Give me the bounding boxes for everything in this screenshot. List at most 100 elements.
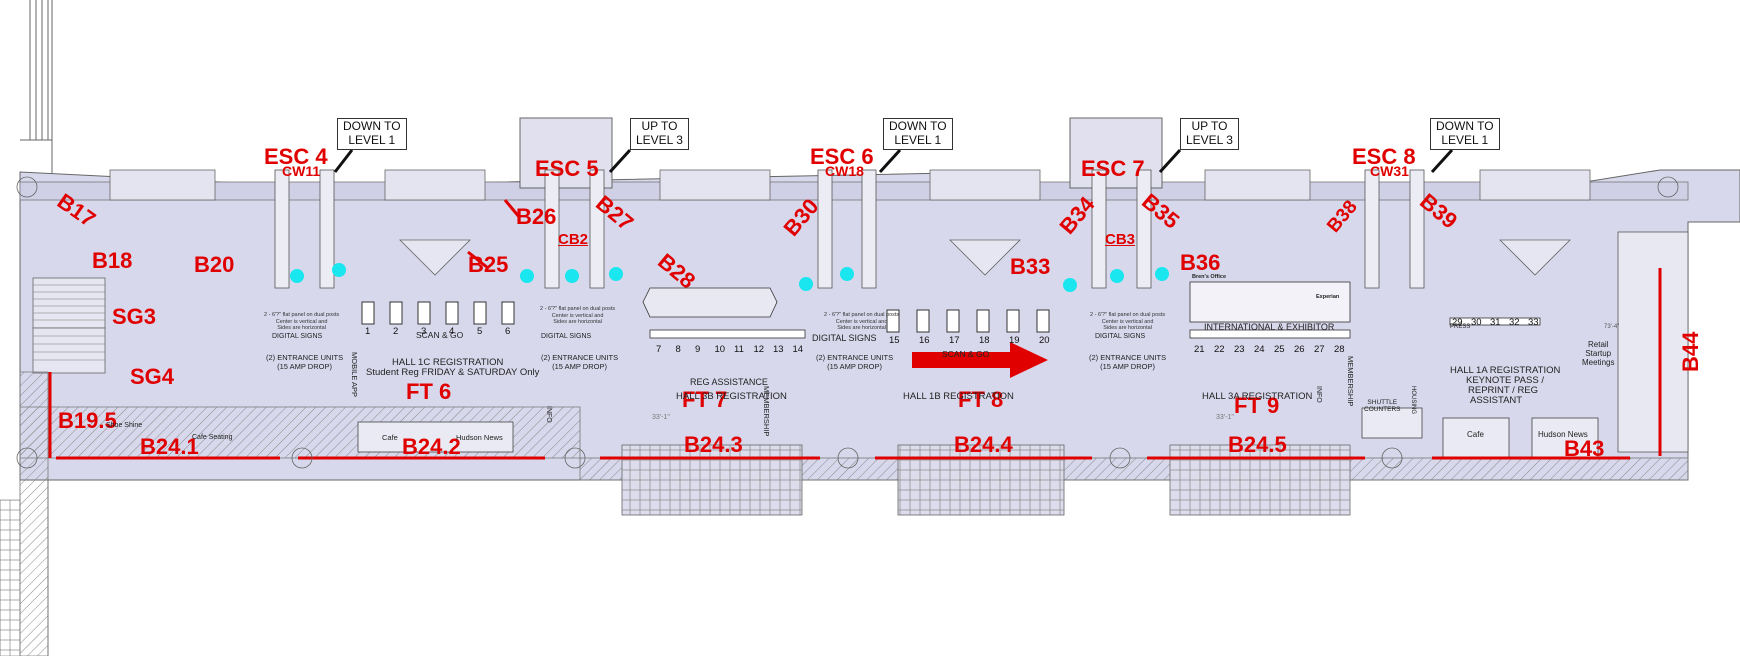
counter-number-25: 25	[1274, 344, 1285, 355]
counter-number-16: 16	[919, 335, 930, 346]
cafe-label-1: Cafe	[382, 433, 398, 442]
b36-label: B36	[1180, 250, 1221, 275]
b43-label: B43	[1564, 436, 1605, 461]
dimension-label-2: 33'-1"	[1216, 414, 1234, 421]
entrance-units-3: (2) ENTRANCE UNITS (15 AMP DROP)	[816, 353, 894, 371]
counter-number-26: 26	[1294, 344, 1305, 355]
counter-number-14: 14	[792, 344, 804, 355]
hall3b-reg-frame	[642, 287, 778, 318]
hudson-news-label-2: Hudson News	[1538, 430, 1588, 439]
mobile-app-label: MOBILE APP	[350, 352, 359, 398]
esc-6-label: ESC 6	[810, 144, 874, 169]
hall1c-subtitle: Student Reg FRIDAY & SATURDAY Only	[366, 367, 540, 378]
international-exhibitor-label: INTERNATIONAL & EXHIBITOR	[1204, 322, 1335, 332]
intl-exhibitor-booth	[1189, 281, 1351, 323]
b24-3-label: B24.3	[684, 432, 743, 457]
callout-up-level-3-a: UP TO LEVEL 3	[630, 118, 689, 150]
callout-arrows	[333, 148, 1454, 174]
sg4-label: SG4	[130, 364, 175, 389]
cafe-label-2: Cafe	[1467, 430, 1484, 439]
cafe-seating-label: Cafe Seating	[192, 434, 233, 441]
hall3a-title: HALL 3A REGISTRATION	[1202, 391, 1313, 402]
reg-counters	[649, 317, 1541, 339]
scan-go-label-2: SCAN & GO	[942, 349, 990, 359]
hall3b-title: HALL 3B REGISTRATION	[676, 391, 787, 402]
left-hatched-wedge	[19, 371, 49, 656]
b24-2-label: B24.2	[402, 434, 461, 459]
reg-assistance-label: REG ASSISTANCE	[690, 377, 768, 387]
hall1a-line4: ASSISTANT	[1470, 395, 1523, 406]
membership-label-2: MEMBERSHIP	[1346, 356, 1355, 407]
lower-shops	[357, 407, 1599, 459]
triangular-wells	[399, 239, 1571, 276]
ft8-label: FT 8	[958, 387, 1004, 412]
counter-number-2: 2	[393, 326, 399, 337]
counter-number-10: 10	[714, 344, 726, 355]
cb2-label: CB2	[558, 231, 589, 248]
counter-number-12: 12	[753, 344, 765, 355]
hall1a-line2: KEYNOTE PASS /	[1466, 375, 1544, 386]
b20-label: B20	[194, 252, 235, 277]
cw18-label: CW18	[825, 163, 864, 179]
counter-number-30: 30	[1471, 317, 1482, 328]
press-label: PRESS	[1450, 324, 1471, 330]
info-label-1: INFO	[545, 406, 552, 423]
direction-arrow	[912, 342, 1048, 378]
hall1c-title: HALL 1C REGISTRATION	[392, 357, 504, 368]
cw11-label: CW11	[282, 163, 321, 179]
digital-sign-markers	[290, 263, 1169, 292]
counter-number-23: 23	[1234, 344, 1245, 355]
counter-number-31: 31	[1490, 317, 1501, 328]
callout-down-level-1-a: DOWN TO LEVEL 1	[337, 118, 407, 150]
lower-hatched-band-right	[579, 457, 1689, 481]
cw31-label: CW31	[1370, 163, 1409, 179]
hall1a-line1: HALL 1A REGISTRATION	[1450, 365, 1561, 376]
callout-down-level-1-c: DOWN TO LEVEL 1	[1430, 118, 1500, 150]
counter-number-9: 9	[695, 344, 701, 355]
brens-office-label: Bren's Office	[1192, 274, 1227, 280]
esc-4-label: ESC 4	[264, 144, 328, 169]
b24-5-label: B24.5	[1228, 432, 1287, 457]
counter-number-21: 21	[1194, 344, 1205, 355]
counter-number-13: 13	[773, 344, 784, 355]
hudson-news-label-1: Hudson News	[456, 433, 503, 442]
counter-number-28: 28	[1334, 344, 1345, 355]
b25-label: B25	[468, 252, 509, 277]
cb3-label: CB3	[1105, 231, 1136, 248]
counter-number-15: 15	[889, 335, 900, 346]
counter-number-7: 7	[656, 344, 662, 355]
counter-number-8: 8	[675, 344, 681, 355]
escalators	[274, 169, 1425, 289]
counter-number-19: 19	[1009, 335, 1020, 346]
kiosks	[361, 301, 1050, 333]
counter-number-1: 1	[365, 326, 371, 337]
counter-number-17: 17	[949, 335, 960, 346]
b26-label: B26	[516, 204, 557, 229]
counter-number-33: 33	[1528, 317, 1539, 328]
digital-signs-label-2: DIGITAL SIGNS	[541, 333, 592, 340]
b24-4-label: B24.4	[954, 432, 1013, 457]
callout-up-level-3-b: UP TO LEVEL 3	[1180, 118, 1239, 150]
housing-label: HOUSING	[1410, 386, 1416, 415]
counter-number-4: 4	[449, 326, 455, 337]
counter-number-11: 11	[734, 344, 744, 355]
entrance-units-2: (2) ENTRANCE UNITS (15 AMP DROP)	[541, 353, 619, 371]
service-rooms	[109, 169, 1591, 201]
b18-label: B18	[92, 248, 133, 273]
experian-label: Experian	[1316, 294, 1340, 300]
ft6-label: FT 6	[406, 379, 452, 404]
hall1b-title: HALL 1B REGISTRATION	[903, 391, 1014, 402]
esc-7-label: ESC 7	[1081, 156, 1145, 181]
b33-label: B33	[1010, 254, 1051, 279]
shuttle-counters-label: SHUTTLE COUNTERS	[1364, 399, 1401, 414]
retail-startup-label: Retail Startup Meetings	[1582, 340, 1615, 368]
digital-signs-label-1: DIGITAL SIGNS	[272, 333, 323, 340]
shoe-shine-label: Shoe Shine	[106, 422, 143, 429]
counter-number-5: 5	[477, 326, 483, 337]
entrance-units-1: (2) ENTRANCE UNITS (15 AMP DROP)	[266, 353, 344, 371]
elevator-shafts	[519, 117, 1163, 189]
panel-note-4: 2 - 6'?" flat panel on dual posts Center…	[1090, 312, 1166, 332]
counter-number-22: 22	[1214, 344, 1225, 355]
